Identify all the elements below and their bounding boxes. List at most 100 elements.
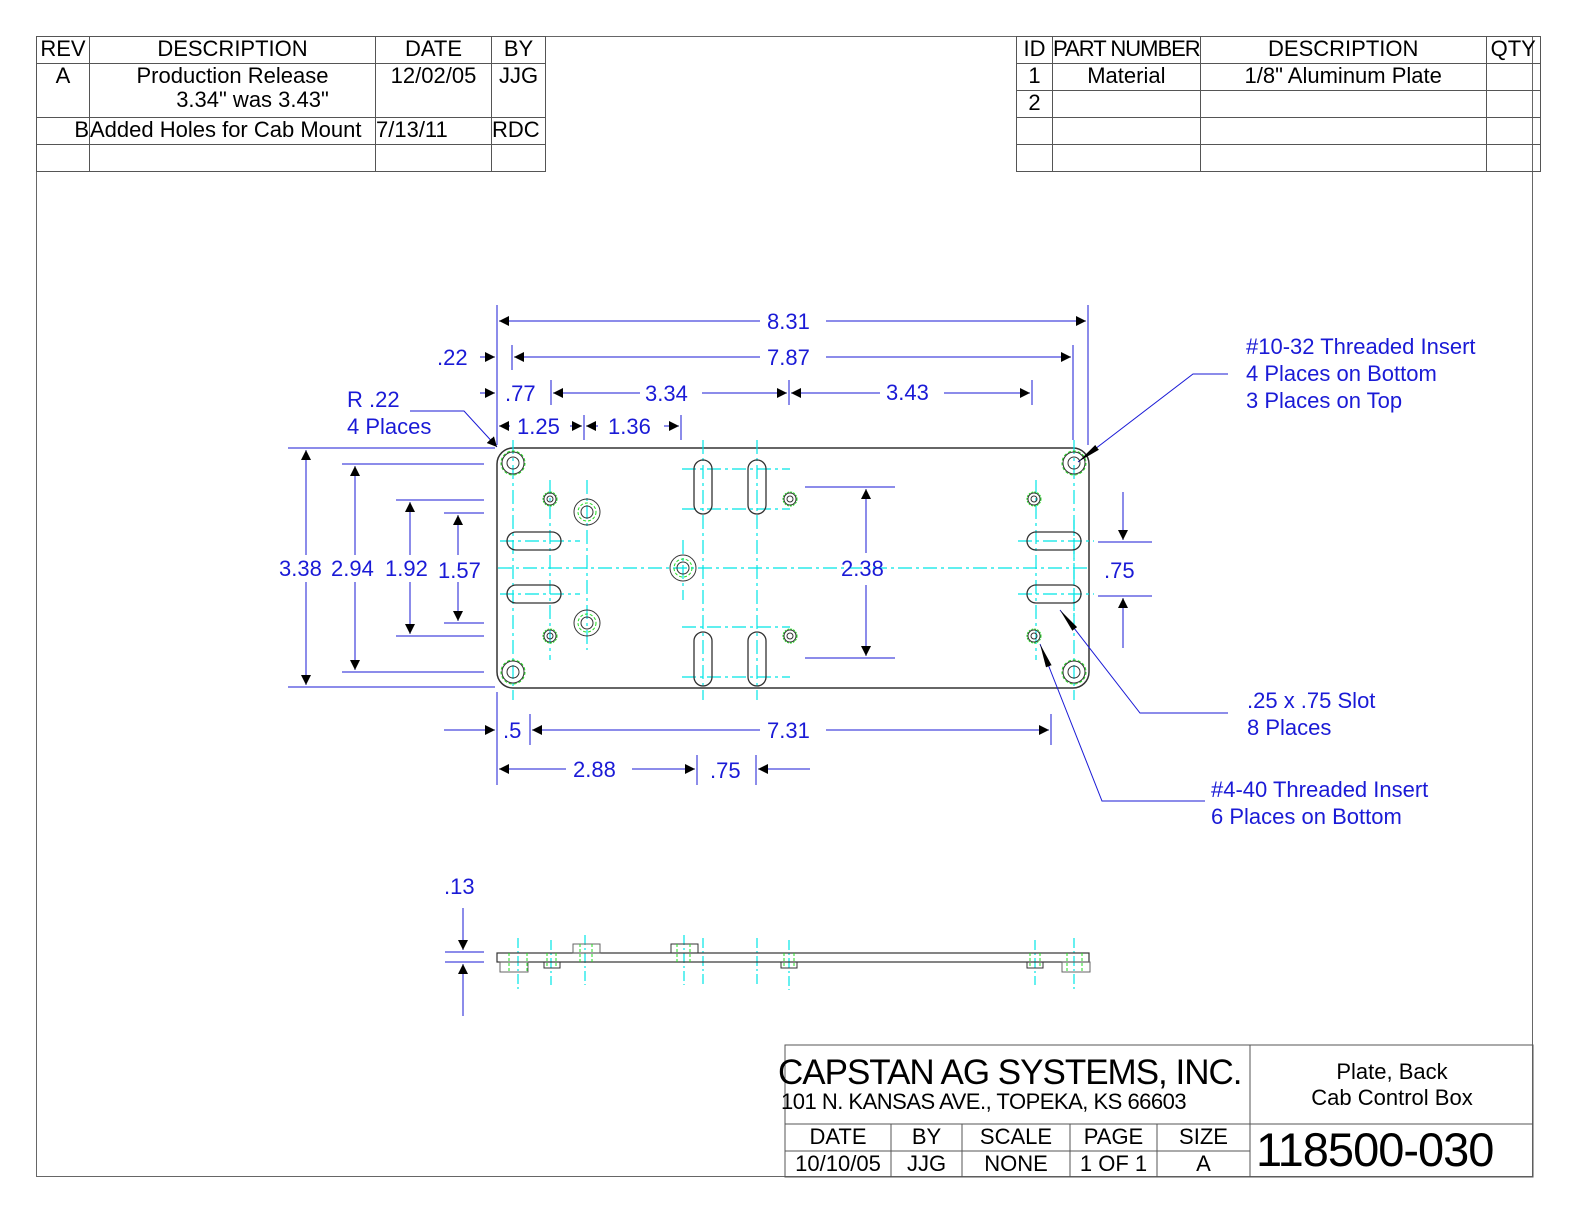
insert-4-40 [782,628,798,644]
slots [506,459,1082,687]
parts-row: 2 [1016,90,1541,118]
insert-4-40 [1026,628,1042,644]
slot [747,631,767,687]
part-number-header: PART NUMBER [1052,36,1201,64]
dim-edge-offset-a: .77 [505,381,536,406]
date-label: DATE [809,1124,867,1149]
drawing-number: 118500-030 [1256,1123,1494,1176]
page-label: PAGE [1083,1124,1144,1149]
insert-side [543,961,561,969]
by-cell: JJG [491,63,546,118]
insert-side [499,961,529,973]
scale-value: NONE [984,1151,1048,1176]
insert-10-32 [1061,659,1087,685]
insert-4-40 [542,491,558,507]
title-block-grid [784,1044,1534,1178]
revision-row [36,144,546,172]
insert-10-32 [669,554,697,582]
qty-cell [1485,144,1541,172]
dim-edge-to-hole: .22 [437,345,468,370]
id-cell: 1 [1016,63,1053,91]
size-label: SIZE [1179,1124,1228,1149]
dimension-labels: 8.31 7.87 .22 .77 3.34 3.43 1.25 1.36 3.… [279,309,1135,899]
insert-10-32 [573,498,601,526]
dim-offset-136: 1.36 [608,414,651,439]
part-number-cell [1052,90,1201,118]
by-cell [491,144,546,172]
insert-10-32-line3: 3 Places on Top [1246,388,1402,413]
rev-cell: B [36,117,90,145]
insert-side [1026,961,1044,969]
description-cell: Added Holes for Cab Mount [89,117,376,145]
part-number-cell [1052,144,1201,172]
insert-10-32 [500,450,526,476]
large-inserts [500,450,1087,685]
slot [693,459,713,515]
plate-side-profile [496,952,1090,963]
rev-cell: A [36,63,90,118]
insert-10-32 [573,609,601,637]
insert-side [572,943,601,954]
company-address: 101 N. KANSAS AVE., TOPEKA, KS 66603 [781,1089,1187,1114]
dim-height-157: 1.57 [438,558,481,583]
by-label: BY [911,1124,942,1149]
revision-block: REV DESCRIPTION DATE BY A Production Rel… [36,36,546,172]
dim-offset-125: 1.25 [517,414,560,439]
date-cell: 12/02/05 [375,63,492,118]
insert-4-40-line1: #4-40 Threaded Insert [1211,777,1428,802]
centerlines [498,440,1094,700]
dim-bottom-288: 2.88 [573,757,616,782]
slot [506,584,562,604]
rev-cell [36,144,90,172]
date-cell: 7/13/11 [375,117,492,145]
callouts: R .22 4 Places #10-32 Threaded Insert 4 … [347,334,1476,829]
dim-span-a: 3.34 [645,381,688,406]
plate-outline [496,447,1090,689]
slot-callout-line1: .25 x .75 Slot [1247,688,1375,713]
id-cell: 2 [1016,90,1053,118]
insert-4-40 [542,628,558,644]
size-value: A [1196,1151,1211,1176]
parts-list: ID PART NUMBER DESCRIPTION QTY 1 Materia… [1016,36,1541,172]
slot [693,631,713,687]
by-header: BY [491,36,546,64]
drawing-title-line2: Cab Control Box [1311,1085,1473,1110]
date-value: 10/10/05 [795,1151,881,1176]
dim-height-192: 1.92 [385,556,428,581]
scale-label: SCALE [979,1124,1053,1149]
description-cell: 1/8" Aluminum Plate [1199,63,1487,91]
parts-row [1016,117,1541,145]
insert-10-32 [500,659,526,685]
parts-row [1016,144,1541,172]
date-cell [375,144,492,172]
insert-side [670,943,699,954]
dim-height-294: 2.94 [331,556,374,581]
description-line: Production Release [136,63,329,88]
revision-header: REV DESCRIPTION DATE BY [36,36,546,64]
dimension-lines [288,305,1228,802]
description-cell [89,144,376,172]
parts-header: ID PART NUMBER DESCRIPTION QTY [1016,36,1541,64]
revision-row: A Production Release 3.34" was 3.43" 12/… [36,63,546,118]
dim-bottom-span: 7.31 [767,718,810,743]
insert-4-40 [1026,491,1042,507]
insert-10-32 [1061,450,1087,476]
by-value: JJG [906,1151,947,1176]
parts-row: 1 Material 1/8" Aluminum Plate [1016,63,1541,91]
company-name: CAPSTAN AG SYSTEMS, INC. [778,1053,1243,1092]
slot-callout-line2: 8 Places [1247,715,1331,740]
side-view [445,908,1091,1016]
dim-hole-span: 7.87 [767,345,810,370]
insert-10-32-line2: 4 Places on Bottom [1246,361,1437,386]
dim-height-238: 2.38 [841,556,884,581]
description-header: DESCRIPTION [89,36,376,64]
insert-4-40-line2: 6 Places on Bottom [1211,804,1402,829]
drawing-title-line1: Plate, Back [1336,1059,1448,1084]
revision-row: B Added Holes for Cab Mount 7/13/11 RDC [36,117,546,145]
qty-cell [1485,117,1541,145]
insert-side [1061,961,1091,973]
by-cell: RDC [491,117,546,145]
dim-slot-spacing: .75 [1104,558,1135,583]
insert-side [780,961,798,969]
